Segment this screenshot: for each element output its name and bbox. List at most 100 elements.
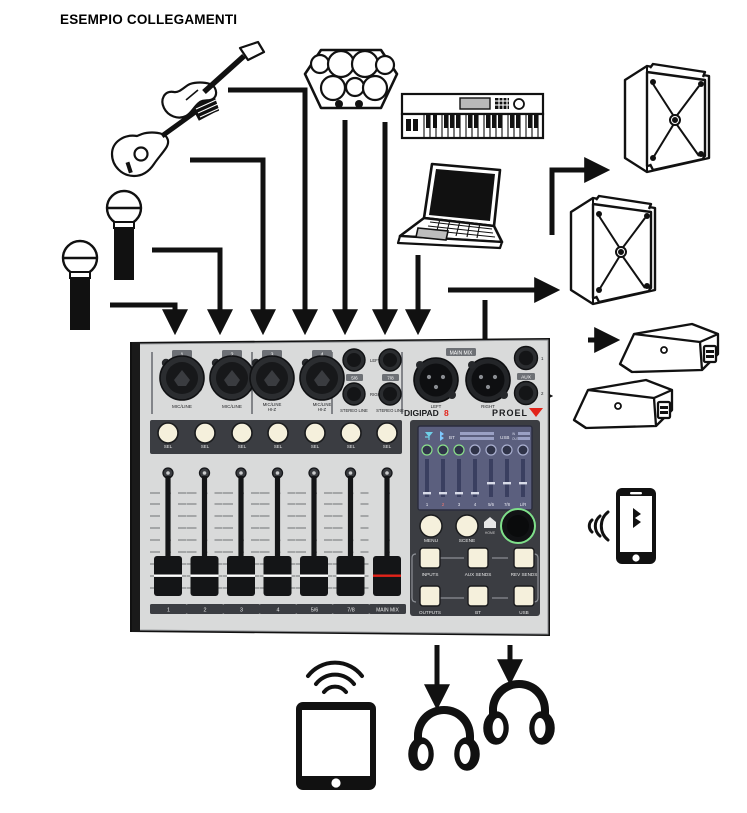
- svg-text:2: 2: [442, 502, 445, 507]
- usb-button[interactable]: USB: [513, 585, 535, 615]
- svg-text:4: 4: [277, 607, 280, 613]
- svg-text:MIC/LINE: MIC/LINE: [222, 404, 242, 409]
- svg-text:AUX: AUX: [521, 375, 532, 381]
- svg-text:MIC/LINE: MIC/LINE: [263, 402, 282, 407]
- svg-text:5/6: 5/6: [488, 502, 494, 507]
- svg-text:OUTPUTS: OUTPUTS: [419, 610, 441, 615]
- scene-knob[interactable]: SCENE: [455, 514, 479, 544]
- svg-text:RIGHT: RIGHT: [370, 392, 383, 397]
- aux-outputs: 1 AUX 2: [513, 345, 544, 406]
- svg-text:1: 1: [167, 607, 170, 613]
- home-icon[interactable]: HOME: [484, 517, 496, 535]
- svg-text:IN: IN: [512, 432, 516, 436]
- svg-text:SEL: SEL: [238, 444, 247, 449]
- xlr-out-left: LEFT: [413, 357, 459, 409]
- svg-text:USB: USB: [500, 435, 509, 440]
- svg-text:L/R: L/R: [520, 502, 527, 507]
- stereo-line-input-78[interactable]: 7/8 STEREO LINE: [376, 348, 404, 413]
- svg-text:SEL: SEL: [383, 444, 392, 449]
- svg-text:AUX SENDS: AUX SENDS: [465, 572, 492, 577]
- svg-text:SEL: SEL: [201, 444, 210, 449]
- digipad8-mixer: 1 MIC/LINE 2 MIC/LINE: [130, 338, 550, 636]
- svg-text:HI-Z: HI-Z: [268, 407, 277, 412]
- mode-button-matrix: INPUTS AUX SENDS REV SENDS OUTPUTS BT: [411, 547, 539, 615]
- combo-jack-ch4[interactable]: 4 MIC/LINE HI-Z: [299, 350, 345, 412]
- svg-text:7/8: 7/8: [387, 376, 394, 381]
- svg-text:1: 1: [426, 502, 429, 507]
- sel-button[interactable]: SEL: [231, 422, 253, 449]
- svg-text:2: 2: [204, 607, 207, 613]
- menu-knob[interactable]: MENU: [419, 514, 443, 544]
- svg-text:RIGHT: RIGHT: [481, 404, 495, 409]
- svg-text:LEFT: LEFT: [370, 358, 381, 363]
- main-mix-fader[interactable]: [373, 467, 401, 596]
- combo-jack-ch3[interactable]: 3 MIC/LINE HI-Z: [249, 350, 295, 412]
- svg-text:MAIN MIX: MAIN MIX: [450, 351, 473, 357]
- svg-text:7/8: 7/8: [504, 502, 510, 507]
- svg-text:7/8: 7/8: [347, 607, 355, 613]
- tablet-wifi-icon: [296, 660, 376, 790]
- svg-text:BT: BT: [449, 435, 455, 440]
- fader-bank: 1050 51020 304060 1050 51020 304060 1050…: [150, 467, 406, 614]
- rev-sends-button[interactable]: REV SENDS: [511, 547, 538, 577]
- svg-text:3: 3: [240, 607, 243, 613]
- electronic-drum-pad-icon: [303, 48, 399, 110]
- headphones-icon-2: [483, 680, 555, 745]
- pa-speaker-icon-1: [623, 62, 711, 174]
- svg-text:2: 2: [541, 391, 544, 396]
- svg-text:SEL: SEL: [311, 444, 320, 449]
- lcd-screen[interactable]: BT USB IN OUT: [417, 425, 533, 511]
- sel-button[interactable]: SEL: [376, 422, 398, 449]
- svg-text:4: 4: [474, 502, 477, 507]
- svg-text:3: 3: [458, 502, 461, 507]
- svg-text:SEL: SEL: [274, 444, 283, 449]
- svg-text:HOME: HOME: [485, 531, 496, 535]
- combo-jack-ch1[interactable]: 1 MIC/LINE: [159, 350, 205, 409]
- channel-fader[interactable]: [190, 467, 219, 596]
- microphone-icon-2: [105, 189, 143, 280]
- svg-text:MENU: MENU: [424, 538, 439, 544]
- svg-text:BT: BT: [475, 610, 481, 615]
- svg-text:MIC/LINE: MIC/LINE: [172, 404, 192, 409]
- aux-sends-button[interactable]: AUX SENDS: [465, 547, 492, 577]
- sel-button[interactable]: SEL: [340, 422, 362, 449]
- channel-fader[interactable]: [336, 467, 365, 596]
- svg-text:OUT: OUT: [512, 437, 519, 441]
- sel-button[interactable]: SEL: [194, 422, 216, 449]
- inputs-button[interactable]: INPUTS: [419, 547, 441, 577]
- acoustic-guitar-icon: [110, 96, 221, 178]
- svg-text:5/6: 5/6: [311, 607, 319, 613]
- svg-text:LEFT: LEFT: [431, 404, 442, 409]
- svg-text:SEL: SEL: [347, 444, 356, 449]
- outputs-button[interactable]: OUTPUTS: [419, 585, 441, 615]
- sel-button[interactable]: SEL: [267, 422, 289, 449]
- svg-text:DIGIPAD: DIGIPAD: [404, 408, 439, 418]
- sel-button[interactable]: SEL: [304, 422, 326, 449]
- main-mix-outputs[interactable]: MAIN MIX LEFT: [413, 345, 544, 410]
- main-encoder[interactable]: [500, 508, 536, 544]
- laptop-icon: [396, 162, 504, 250]
- svg-text:USB: USB: [519, 610, 528, 615]
- svg-text:5/6: 5/6: [351, 376, 358, 381]
- svg-text:STEREO LINE: STEREO LINE: [376, 408, 404, 413]
- electric-guitar-icon: [161, 40, 266, 119]
- channel-fader[interactable]: [300, 467, 328, 596]
- svg-text:SCENE: SCENE: [459, 538, 476, 544]
- bt-button[interactable]: BT: [467, 585, 489, 615]
- sel-button-strip: SEL SEL SEL SEL SEL SEL: [150, 420, 402, 454]
- midi-keyboard-icon: [400, 92, 545, 140]
- sel-button[interactable]: SEL: [157, 422, 179, 449]
- svg-text:1: 1: [541, 356, 544, 361]
- microphone-icon-1: [61, 239, 99, 330]
- brand-row: DIGIPAD 8 PROEL: [404, 408, 543, 418]
- svg-text:MIC/LINE: MIC/LINE: [313, 402, 332, 407]
- svg-text:REV SENDS: REV SENDS: [511, 572, 538, 577]
- combo-jack-ch2[interactable]: 2 MIC/LINE: [209, 350, 255, 409]
- channel-fader[interactable]: [227, 467, 255, 596]
- stereo-line-input-56[interactable]: LEFT 5/6 RIGHT STEREO LINE: [340, 348, 383, 413]
- channel-fader[interactable]: [154, 467, 182, 596]
- channel-fader[interactable]: [263, 467, 292, 596]
- pa-speaker-icon-2: [569, 194, 657, 306]
- input-arrows: [110, 87, 431, 336]
